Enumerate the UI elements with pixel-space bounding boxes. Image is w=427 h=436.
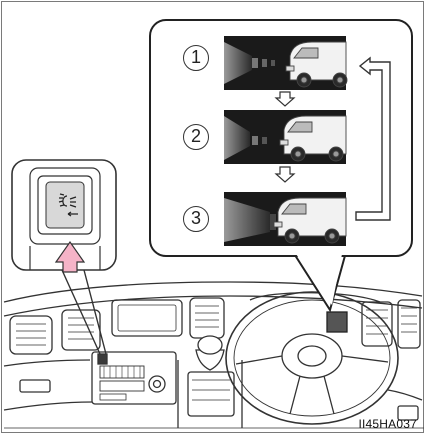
van-2	[280, 116, 346, 161]
step-number-3: 3	[183, 206, 209, 232]
van-3	[274, 198, 346, 243]
step-number-1: 1	[183, 45, 209, 71]
step-number-2: 2	[183, 124, 209, 150]
figure-code: II45HA037	[358, 417, 417, 431]
dashboard-illustration	[4, 282, 424, 428]
van-1	[286, 42, 347, 87]
